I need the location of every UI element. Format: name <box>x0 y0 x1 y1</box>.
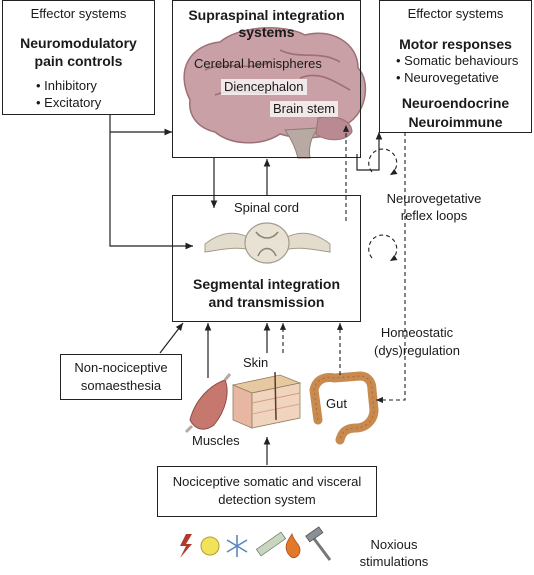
detection-system-box: Nociceptive somatic and visceral detecti… <box>157 466 377 517</box>
gut-label: Gut <box>326 396 347 412</box>
supraspinal-title-line2: systems <box>238 24 295 40</box>
homeostatic-label-line2: (dys)regulation <box>374 343 460 358</box>
spinal-cord-box: Spinal cord Segmental integration and tr… <box>172 195 361 322</box>
brain-stem <box>284 127 320 159</box>
muscles-label: Muscles <box>192 433 240 448</box>
supraspinal-box: Supraspinal integration systems Cerebral… <box>172 0 361 158</box>
reflex-loops-label-line1: Neurovegetative <box>386 191 482 206</box>
skin-label: Skin <box>243 355 269 370</box>
detection-line1: Nociceptive somatic and visceral <box>172 474 362 489</box>
non-nociceptive-box: Non-nociceptive somaesthesia <box>60 354 182 400</box>
gut-illustration <box>309 371 379 445</box>
arrow-left-to-spinal <box>109 115 193 250</box>
mechanical-probe-icon <box>255 531 287 557</box>
motor-responses-box: Effector systems Motor responses • Somat… <box>379 0 532 133</box>
arrow-right-to-gut <box>376 132 406 404</box>
right-box-item-somatic: • Somatic behaviours <box>396 53 519 68</box>
right-box-neuroimmune: Neuroimmune <box>408 114 503 130</box>
spinal-cord-label: Spinal cord <box>233 200 300 215</box>
cerebellum <box>315 116 353 141</box>
noxious-label-line1: Noxious <box>370 537 418 552</box>
supraspinal-title-line1: Supraspinal integration <box>188 7 345 23</box>
left-box-heading: Effector systems <box>30 6 127 21</box>
noxious-label-line2: stimulations <box>359 554 429 569</box>
cold-stimulus-icon <box>226 535 248 557</box>
right-box-neuroendocrine: Neuroendocrine <box>401 95 510 111</box>
electric-stimulus-icon <box>180 534 192 558</box>
reflex-loop-upper <box>368 148 398 176</box>
left-box-title-line2: pain controls <box>34 53 123 69</box>
left-box-item-excitatory: • Excitatory <box>36 95 102 110</box>
solid-arrows <box>109 115 383 465</box>
hammer-icon <box>305 526 332 561</box>
region-brain-stem: Brain stem <box>270 101 339 117</box>
heat-stimulus-icon <box>285 533 301 558</box>
region-diencephalon: Diencephalon <box>221 79 307 95</box>
arrow-non-nociceptive <box>159 322 184 354</box>
muscle-illustration <box>184 373 232 434</box>
arrow-spinal-to-right <box>356 132 383 171</box>
neuromodulatory-box: Effector systems Neuromodulatory pain co… <box>2 0 155 115</box>
region-cerebral-hemispheres: Cerebral hemispheres <box>194 56 322 71</box>
stimulus-icons <box>180 526 332 561</box>
left-box-title-line1: Neuromodulatory <box>20 35 137 51</box>
left-box-item-inhibitory: • Inhibitory <box>36 78 97 93</box>
skin-illustration <box>231 371 302 429</box>
segmental-title-line2: and transmission <box>208 294 325 310</box>
homeostatic-label-line1: Homeostatic <box>380 325 454 340</box>
non-nociceptive-line2: somaesthesia <box>80 378 162 393</box>
non-nociceptive-line1: Non-nociceptive <box>74 360 168 375</box>
right-box-item-neurovegetative: • Neurovegetative <box>396 70 499 85</box>
spinal-cord-illustration <box>204 222 331 264</box>
right-box-title: Motor responses <box>399 36 512 52</box>
detection-line2: detection system <box>218 492 316 507</box>
reflex-loop-lower <box>368 234 398 262</box>
right-box-heading: Effector systems <box>407 6 504 21</box>
chemical-stimulus-icon <box>200 536 220 556</box>
segmental-title-line1: Segmental integration <box>192 276 341 292</box>
reflex-loops-label-line2: reflex loops <box>400 208 468 223</box>
dashed-arrows <box>279 125 406 404</box>
